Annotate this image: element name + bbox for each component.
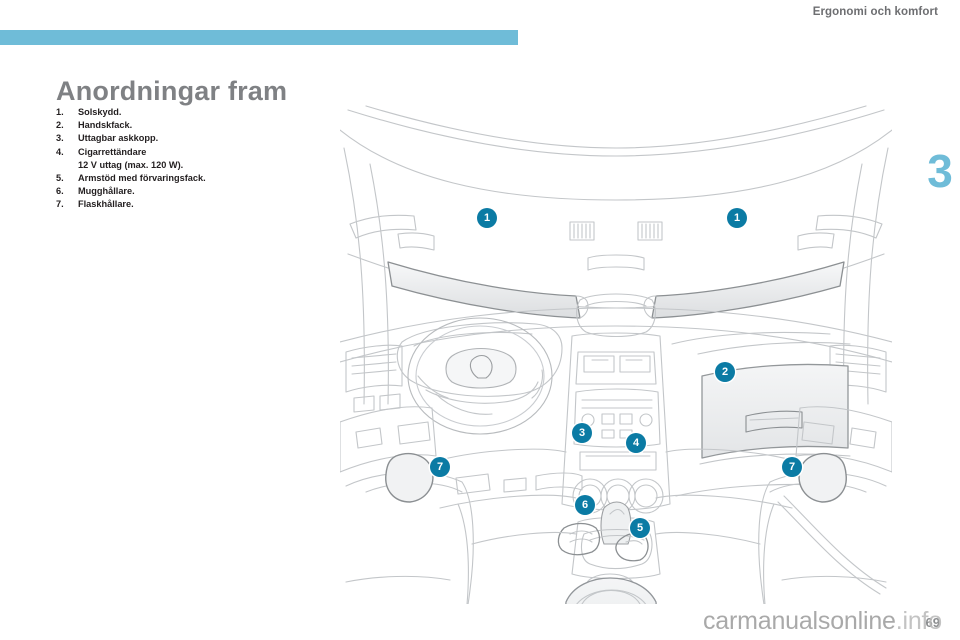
legend-label: Handskfack. — [78, 120, 133, 131]
legend-label: Mugghållare. — [78, 186, 135, 197]
list-item: 4. Cigarrettändare — [56, 146, 316, 159]
legend-index: 7. — [56, 199, 64, 210]
legend-label: Flaskhållare. — [78, 199, 134, 210]
list-item: 6. Mugghållare. — [56, 185, 316, 198]
legend-label: Armstöd med förvaringsfack. — [78, 173, 206, 184]
legend-label: Cigarrettändare — [78, 146, 147, 157]
callout-marker-3: 3 — [572, 423, 592, 443]
interior-illustration: 1 1 2 3 4 5 6 7 7 — [340, 104, 892, 604]
list-item: 1. Solskydd. — [56, 106, 316, 119]
legend-index: 3. — [56, 133, 64, 144]
watermark-main: carmanualsonline — [702, 607, 896, 635]
callout-marker-4: 4 — [626, 433, 646, 453]
callout-marker-5: 5 — [630, 518, 650, 538]
callout-marker-1b: 1 — [727, 208, 747, 228]
legend-index: 2. — [56, 120, 64, 131]
list-item: 3. Uttagbar askkopp. — [56, 132, 316, 145]
interior-line-drawing — [340, 105, 892, 604]
legend-label: Uttagbar askkopp. — [78, 133, 159, 144]
legend-index: 4. — [56, 146, 64, 157]
legend-index: 1. — [56, 107, 64, 117]
callout-marker-2: 2 — [715, 362, 735, 382]
legend-sublabel: 12 V uttag (max. 120 W). — [78, 159, 184, 170]
callout-marker-7b: 7 — [782, 457, 802, 477]
page-title: Anordningar fram — [56, 76, 288, 107]
chapter-tab: 3 — [920, 118, 960, 288]
callout-marker-6: 6 — [575, 495, 595, 515]
list-item: 7. Flaskhållare. — [56, 198, 316, 211]
callout-marker-7: 7 — [430, 457, 450, 477]
chapter-header-title: Ergonomi och komfort — [812, 6, 938, 18]
legend-index: 6. — [56, 186, 64, 197]
header-rule — [0, 30, 518, 45]
page-number: 69 — [925, 615, 940, 630]
legend-list: 1. Solskydd. 2. Handskfack. 3. Uttagbar … — [56, 106, 316, 212]
watermark: carmanualsonline.info — [703, 607, 942, 636]
callout-marker-1: 1 — [477, 208, 497, 228]
list-item: 5. Armstöd med förvaringsfack. — [56, 172, 316, 185]
legend-label: Solskydd. — [78, 107, 122, 117]
legend-index: 5. — [56, 173, 64, 184]
chapter-tab-number: 3 — [927, 145, 953, 197]
list-item: 2. Handskfack. — [56, 119, 316, 132]
watermark-suffix: .info — [895, 607, 942, 635]
